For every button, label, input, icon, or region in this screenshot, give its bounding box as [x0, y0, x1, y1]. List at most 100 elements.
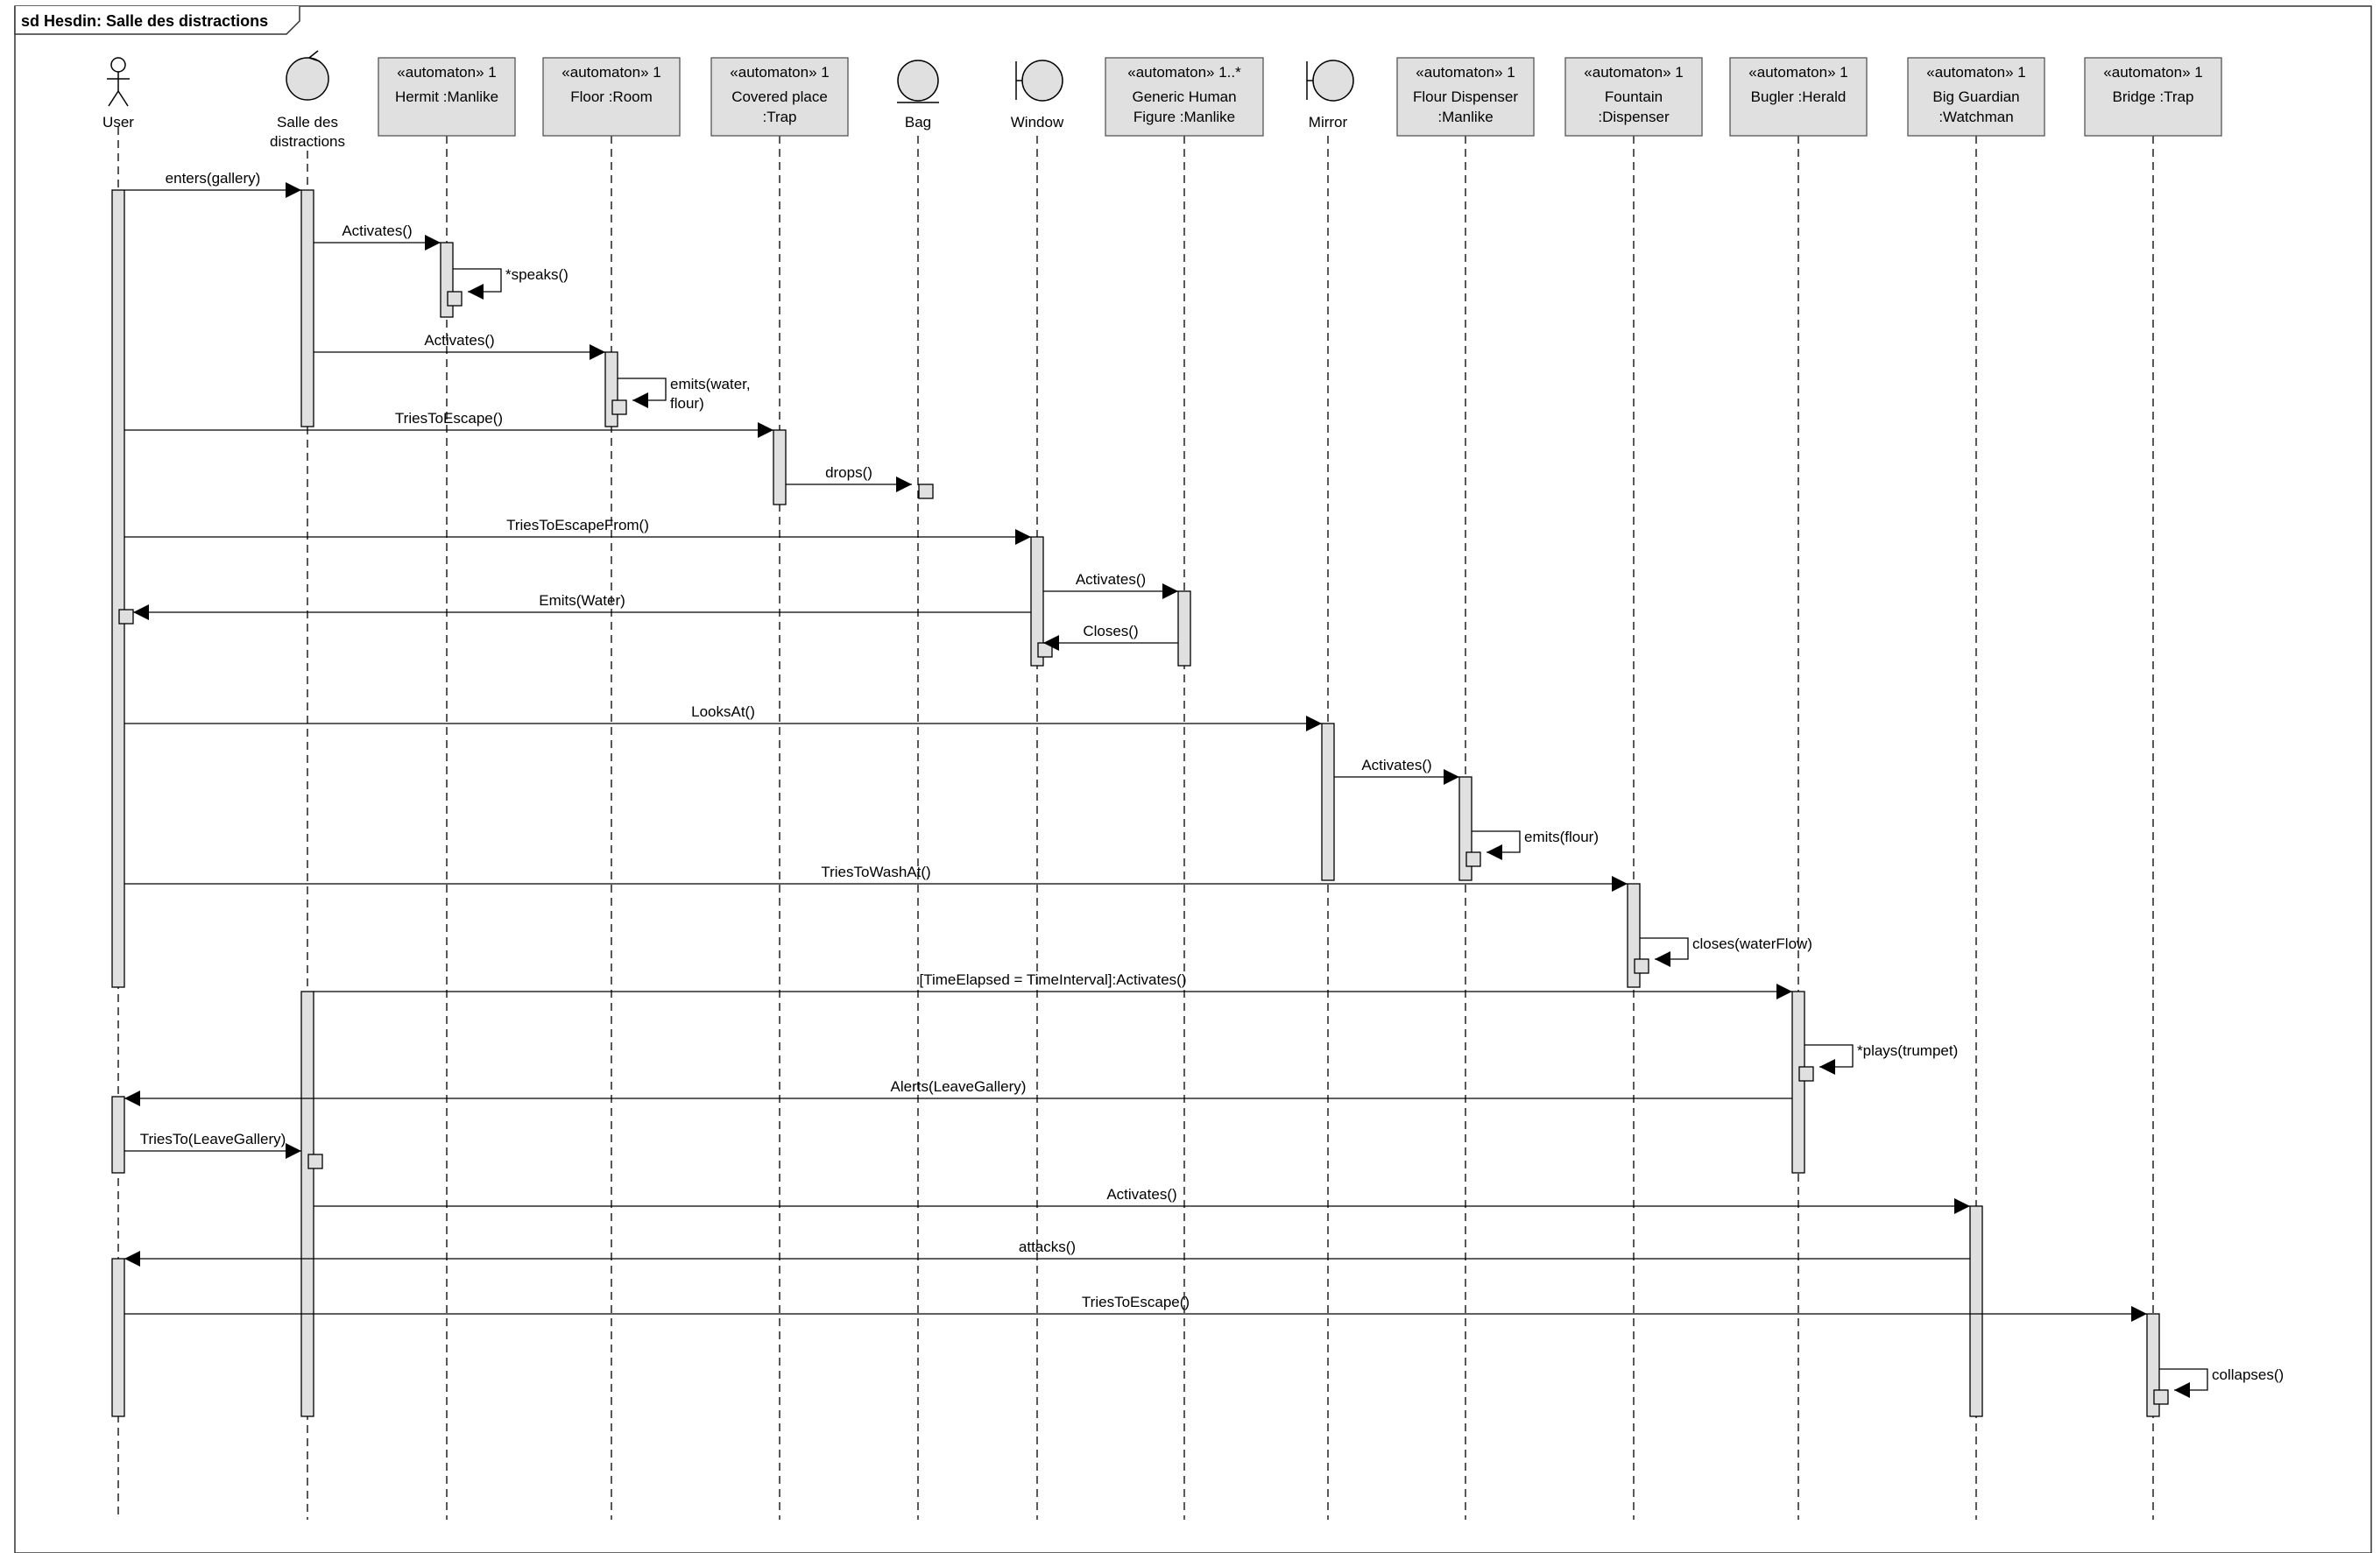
message-label: TriesToEscapeFrom() [506, 517, 649, 533]
activation-bar [300, 189, 314, 427]
message-label: *plays(trumpet) [1857, 1042, 1958, 1059]
lifeline-stereotype: «automaton» 1 [2103, 64, 2202, 81]
lifeline-stereotype: «automaton» 1 [397, 64, 496, 81]
activation-bar [1177, 590, 1191, 667]
activation-bar [1791, 991, 1805, 1174]
lifeline-name: Bag [905, 114, 931, 131]
activation-bar [1030, 536, 1044, 667]
actor-leg [117, 90, 129, 107]
lifeline-name: Salle des [277, 114, 338, 131]
lifeline-name: Bridge :Trap [2113, 88, 2194, 105]
lifeline-name: Fountain [1605, 88, 1663, 105]
boundary-icon [1021, 60, 1063, 102]
lifeline-box [1907, 57, 2045, 137]
lifeline-box [1396, 57, 1535, 137]
lifeline-box [2084, 57, 2222, 137]
execution-occurrence [1037, 642, 1053, 658]
actor-leg [108, 90, 119, 107]
lifeline-name: Bugler :Herald [1751, 88, 1847, 105]
lifeline-box [1729, 57, 1868, 137]
message-arrow [618, 378, 667, 408]
lifeline-name: Window [1011, 114, 1064, 131]
message-label: Emits(Water) [539, 592, 625, 609]
lifeline-stereotype: «automaton» 1 [561, 64, 660, 81]
lifeline-name: Covered place [731, 88, 828, 105]
lifeline-name: Floor :Room [570, 88, 653, 105]
execution-occurrence [118, 609, 134, 625]
message-label: TriesToEscape() [395, 410, 503, 427]
message-label: attacks() [1019, 1239, 1076, 1255]
activation-bar [111, 1258, 125, 1417]
entity-icon [897, 60, 939, 102]
message-arrow [1640, 937, 1689, 967]
execution-occurrence [1798, 1066, 1814, 1082]
lifeline-name: :Watchman [1939, 109, 2013, 125]
lifeline-name: Figure :Manlike [1134, 109, 1235, 125]
message-label: closes(waterFlow) [1692, 935, 1812, 952]
execution-occurrence [1465, 851, 1481, 867]
execution-occurrence [1634, 958, 1649, 974]
activation-bar [1969, 1205, 1983, 1417]
message-label: flour) [670, 395, 704, 412]
message-label: emits(flour) [1524, 829, 1599, 845]
lifeline-box [710, 57, 849, 137]
message-arrow [2159, 1368, 2208, 1398]
message-label: collapses() [2212, 1366, 2284, 1383]
lifeline-name: Big Guardian [1932, 88, 2019, 105]
execution-occurrence [447, 291, 463, 307]
message-label: enters(gallery) [166, 170, 261, 187]
execution-occurrence [307, 1154, 323, 1169]
control-icon [286, 57, 329, 101]
lifeline-name: Hermit :Manlike [395, 88, 498, 105]
message-label: *speaks() [505, 266, 569, 283]
message-label: Activates() [424, 332, 494, 349]
lifeline-stereotype: «automaton» 1 [1584, 64, 1683, 81]
activation-bar [773, 429, 787, 505]
message-label: LooksAt() [691, 703, 755, 720]
message-label: TriesToEscape() [1082, 1294, 1190, 1310]
message-label: emits(water, [670, 376, 751, 392]
message-label: Alerts(LeaveGallery) [891, 1078, 1027, 1095]
lifeline-name: Generic Human [1132, 88, 1236, 105]
lifeline-box [1105, 57, 1264, 137]
boundary-icon [1312, 60, 1354, 102]
message-label: Closes() [1083, 623, 1138, 639]
lifeline-stereotype: «automaton» 1 [730, 64, 829, 81]
lifeline-stereotype: «automaton» 1 [1926, 64, 2025, 81]
message-label: Activates() [1106, 1186, 1176, 1203]
lifeline-stereotype: «automaton» 1 [1748, 64, 1847, 81]
message-label: Activates() [1076, 571, 1146, 588]
lifeline-name: distractions [270, 133, 345, 150]
lifeline-name: Mirror [1309, 114, 1348, 131]
lifeline-stereotype: «automaton» 1..* [1127, 64, 1241, 81]
message-arrow [453, 268, 502, 300]
lifeline-name: :Manlike [1437, 109, 1493, 125]
activation-bar [111, 189, 125, 988]
lifeline-box [1564, 57, 1703, 137]
lifeline-name: :Trap [762, 109, 796, 125]
execution-occurrence [918, 484, 934, 499]
message-arrow [1472, 830, 1521, 860]
actor-icon [110, 57, 126, 73]
execution-occurrence [611, 399, 627, 415]
lifeline-name: User [102, 114, 134, 131]
lifeline-name: :Dispenser [1598, 109, 1670, 125]
message-label: TriesTo(LeaveGallery) [140, 1131, 286, 1147]
control-arrow [308, 50, 321, 62]
lifeline-stereotype: «automaton» 1 [1416, 64, 1515, 81]
activation-bar [604, 351, 618, 427]
message-arrow [1804, 1044, 1854, 1075]
lifeline-box [542, 57, 681, 137]
lifeline-name: Flour Dispenser [1413, 88, 1518, 105]
lifeline-box [378, 57, 516, 137]
frame-title-tab [14, 6, 300, 35]
activation-bar [1321, 723, 1335, 881]
activation-bar [111, 1096, 125, 1174]
activation-bar [300, 991, 314, 1417]
message-label: Activates() [342, 222, 412, 239]
frame-title: sd Hesdin: Salle des distractions [21, 12, 268, 30]
message-label: TriesToWashAt() [821, 864, 930, 880]
diagram-frame [14, 5, 2372, 1553]
message-label: Activates() [1361, 757, 1431, 773]
